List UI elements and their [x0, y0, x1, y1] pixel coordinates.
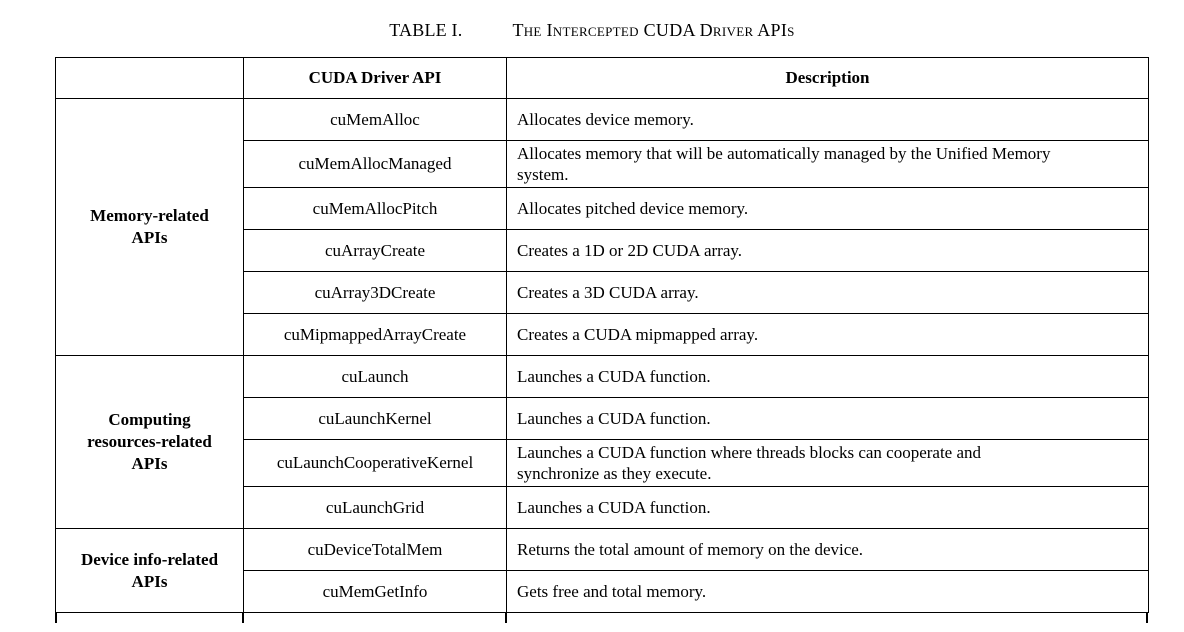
group-label-computing: Computing resources-related APIs: [55, 355, 244, 529]
description-cell: Launches a CUDA function.: [506, 397, 1149, 440]
description-cell: Gets free and total memory.: [506, 570, 1149, 613]
table-caption: TABLE I. The Intercepted CUDA Driver API…: [0, 19, 1184, 41]
table-row: Device info-related APIs cuDeviceTotalMe…: [55, 528, 1149, 613]
description-cell: Creates a CUDA mipmapped array.: [506, 313, 1149, 356]
table-row: cuMipmappedArrayCreate Creates a CUDA mi…: [56, 313, 1149, 356]
table-row: Computing resources-related APIs cuLaunc…: [55, 355, 1149, 529]
table-continuation-stub: [55, 612, 57, 623]
table-caption-number: TABLE I.: [389, 20, 463, 40]
api-name-cell: cuMemAllocManaged: [243, 140, 507, 188]
table-row: cuMemAllocManaged Allocates memory that …: [56, 140, 1149, 188]
table-continuation-stub: [1146, 612, 1148, 623]
api-name-cell: cuLaunchCooperativeKernel: [243, 439, 507, 487]
description-cell: Launches a CUDA function.: [506, 486, 1149, 529]
table-row: cuMemGetInfo Gets free and total memory.: [56, 570, 1149, 613]
api-name-cell: cuMemAlloc: [243, 98, 507, 141]
column-header-api: CUDA Driver API: [243, 57, 507, 99]
cuda-api-table: CUDA Driver API Description Memory-relat…: [55, 57, 1149, 613]
table-continuation-stub: [242, 612, 244, 623]
description-cell: Launches a CUDA function where threads b…: [506, 439, 1149, 487]
description-cell: Allocates memory that will be automatica…: [506, 140, 1149, 188]
api-name-cell: cuArray3DCreate: [243, 271, 507, 314]
table-caption-title: The Intercepted CUDA Driver APIs: [512, 20, 795, 40]
api-name-cell: cuArrayCreate: [243, 229, 507, 272]
api-name-cell: cuLaunchKernel: [243, 397, 507, 440]
api-name-cell: cuMemGetInfo: [243, 570, 507, 613]
description-cell: Allocates pitched device memory.: [506, 187, 1149, 230]
api-name-cell: cuMipmappedArrayCreate: [243, 313, 507, 356]
table-row: cuArrayCreate Creates a 1D or 2D CUDA ar…: [56, 229, 1149, 272]
column-header-description: Description: [506, 57, 1149, 99]
description-cell: Launches a CUDA function.: [506, 355, 1149, 398]
group-label-device-info: Device info-related APIs: [55, 528, 244, 613]
description-cell: Allocates device memory.: [506, 98, 1149, 141]
table-row: cuMemAllocPitch Allocates pitched device…: [56, 187, 1149, 230]
api-name-cell: cuDeviceTotalMem: [243, 528, 507, 571]
description-cell: Creates a 1D or 2D CUDA array.: [506, 229, 1149, 272]
header-row: CUDA Driver API Description: [55, 57, 1149, 99]
api-name-cell: cuLaunchGrid: [243, 486, 507, 529]
description-cell: Creates a 3D CUDA array.: [506, 271, 1149, 314]
table-row: cuLaunchGrid Launches a CUDA function.: [56, 486, 1149, 529]
description-cell: Returns the total amount of memory on th…: [506, 528, 1149, 571]
api-name-cell: cuMemAllocPitch: [243, 187, 507, 230]
table-row: cuArray3DCreate Creates a 3D CUDA array.: [56, 271, 1149, 314]
table-continuation-stub: [505, 612, 507, 623]
table-row: Memory-related APIs cuMemAlloc Allocates…: [55, 98, 1149, 356]
group-label-memory: Memory-related APIs: [55, 98, 244, 356]
api-name-cell: cuLaunch: [243, 355, 507, 398]
corner-cell: [55, 57, 244, 99]
